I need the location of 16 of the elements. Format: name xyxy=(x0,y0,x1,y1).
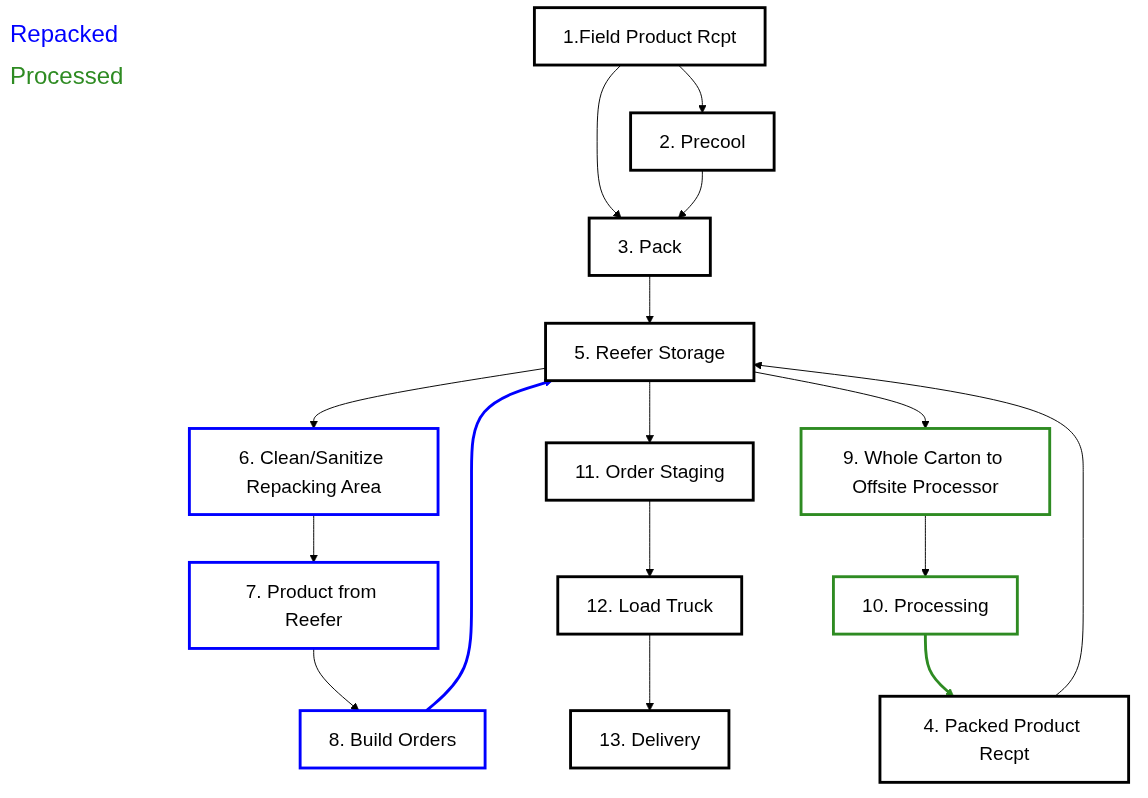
node-box: 12. Load Truck xyxy=(556,575,744,636)
group-label: Repacked xyxy=(10,20,120,48)
node-box: 5. Reefer Storage xyxy=(544,321,756,383)
node-box: 11. Order Staging xyxy=(544,441,755,502)
node-box: 10. Processing xyxy=(832,575,1019,636)
node-box: 2. Precool xyxy=(629,111,776,172)
node-box: 3. Pack xyxy=(587,216,712,277)
node-box: 6. Clean/Sanitize Repacking Area xyxy=(187,427,440,516)
node-box: 8. Build Orders xyxy=(298,709,487,770)
group-label: Processed xyxy=(10,62,125,90)
node-box: 13. Delivery xyxy=(569,709,731,770)
node-box: 4. Packed Product Recpt xyxy=(878,694,1131,784)
arrow xyxy=(923,634,954,697)
node-box: 1.Field Product Rcpt xyxy=(532,6,767,67)
node-box: 9. Whole Carton to Offsite Processor xyxy=(799,427,1052,516)
node-box: 7. Product from Reefer xyxy=(187,560,440,650)
